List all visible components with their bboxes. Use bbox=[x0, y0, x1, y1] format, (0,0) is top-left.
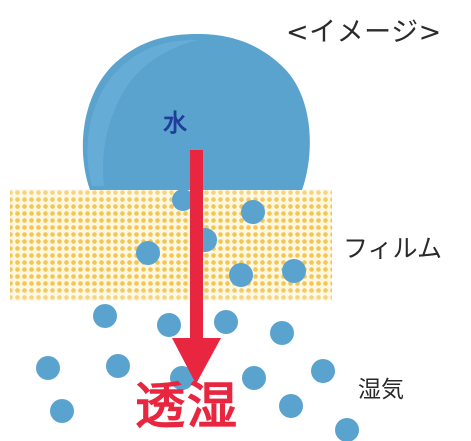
water-label: 水 bbox=[163, 109, 187, 137]
permeation-label: 透湿 bbox=[135, 377, 239, 435]
water-vapor-molecule-icon bbox=[93, 304, 117, 328]
water-vapor-molecule-icon bbox=[36, 356, 60, 380]
film-label: フィルム bbox=[343, 234, 443, 263]
water-vapor-molecule-icon bbox=[214, 310, 238, 334]
water-vapor-molecule-icon bbox=[335, 418, 359, 441]
water-vapor-molecule-icon bbox=[311, 359, 335, 383]
water-vapor-molecule-icon bbox=[157, 313, 181, 337]
water-vapor-molecule-icon bbox=[170, 366, 194, 390]
water-vapor-molecule-icon bbox=[229, 263, 253, 287]
water-vapor-molecule-icon bbox=[242, 366, 266, 390]
water-droplet-icon bbox=[82, 34, 310, 190]
water-vapor-molecule-icon bbox=[50, 399, 74, 423]
water-vapor-molecule-icon bbox=[136, 241, 160, 265]
water-vapor-molecule-icon bbox=[270, 321, 294, 345]
water-vapor-molecule-icon bbox=[241, 200, 265, 224]
moisture-molecules bbox=[36, 304, 359, 441]
water-vapor-molecule-icon bbox=[172, 189, 194, 211]
image-caption: <イメージ> bbox=[286, 17, 442, 48]
water-vapor-molecule-icon bbox=[282, 259, 306, 283]
water-droplet-shade bbox=[87, 40, 198, 186]
moisture-label: 湿気 bbox=[358, 377, 404, 403]
arrow-down-icon bbox=[172, 150, 221, 384]
water-vapor-molecule-icon bbox=[279, 394, 303, 418]
film-layer-fade bbox=[10, 189, 332, 301]
water-vapor-molecule-icon bbox=[106, 354, 130, 378]
